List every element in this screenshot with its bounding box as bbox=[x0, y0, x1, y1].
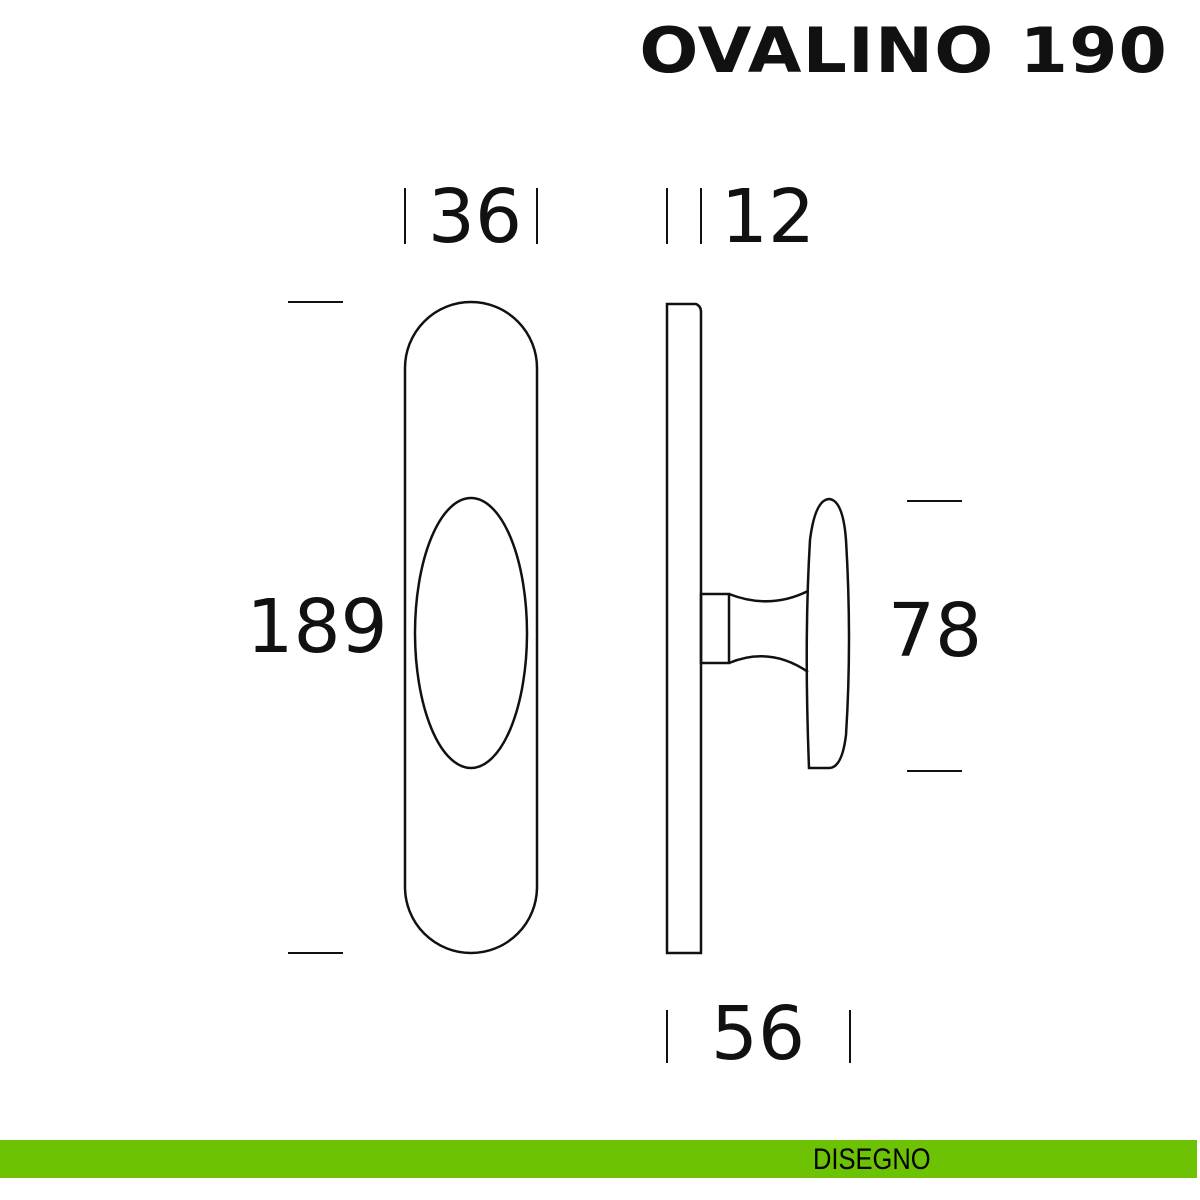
rosette-side bbox=[699, 592, 731, 665]
dim-knob-height: 78 bbox=[888, 588, 982, 674]
neck-side bbox=[728, 589, 809, 674]
knob-front bbox=[413, 496, 529, 770]
dimension-lines bbox=[288, 188, 962, 1063]
dim-plate-height: 189 bbox=[246, 584, 387, 670]
footer-bar bbox=[0, 1140, 1197, 1178]
dim-plate-width: 36 bbox=[428, 174, 522, 260]
backplate-front bbox=[403, 300, 539, 955]
knob-side bbox=[805, 497, 851, 770]
dim-plate-thickness: 12 bbox=[721, 174, 815, 260]
product-title: OVALINO 190 bbox=[639, 14, 1168, 87]
footer-label: DISEGNO bbox=[813, 1143, 931, 1176]
side-view bbox=[665, 302, 851, 955]
backplate-side bbox=[665, 302, 703, 955]
front-view bbox=[403, 300, 539, 955]
dim-total-projection: 56 bbox=[711, 991, 805, 1077]
